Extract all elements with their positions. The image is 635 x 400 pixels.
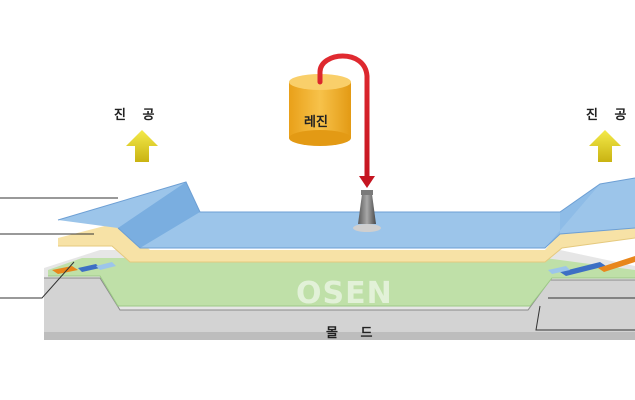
vacuum-label-right: 진 공: [586, 108, 633, 123]
mold-label: 몰 드: [326, 326, 382, 341]
vacuum-arrow-left-icon: [126, 130, 158, 162]
vacuum-label-left: 진 공: [114, 108, 161, 123]
resin-tube: [317, 53, 370, 181]
resin-label: 레진: [304, 115, 328, 130]
left-edge-strips: [52, 262, 116, 274]
resin-drum-icon: [289, 74, 351, 146]
injection-nozzle-icon: [353, 190, 381, 232]
vacuum-bag-film: [57, 177, 635, 249]
green-layer: [48, 258, 635, 307]
resin-flow-arrow-icon: [359, 176, 375, 188]
vacuum-arrow-right-icon: [589, 130, 621, 162]
right-edge-strips: [548, 256, 635, 276]
watermark: OSEN: [296, 276, 393, 311]
right-leader-lines: [535, 297, 635, 331]
left-leader-lines: [0, 197, 118, 299]
